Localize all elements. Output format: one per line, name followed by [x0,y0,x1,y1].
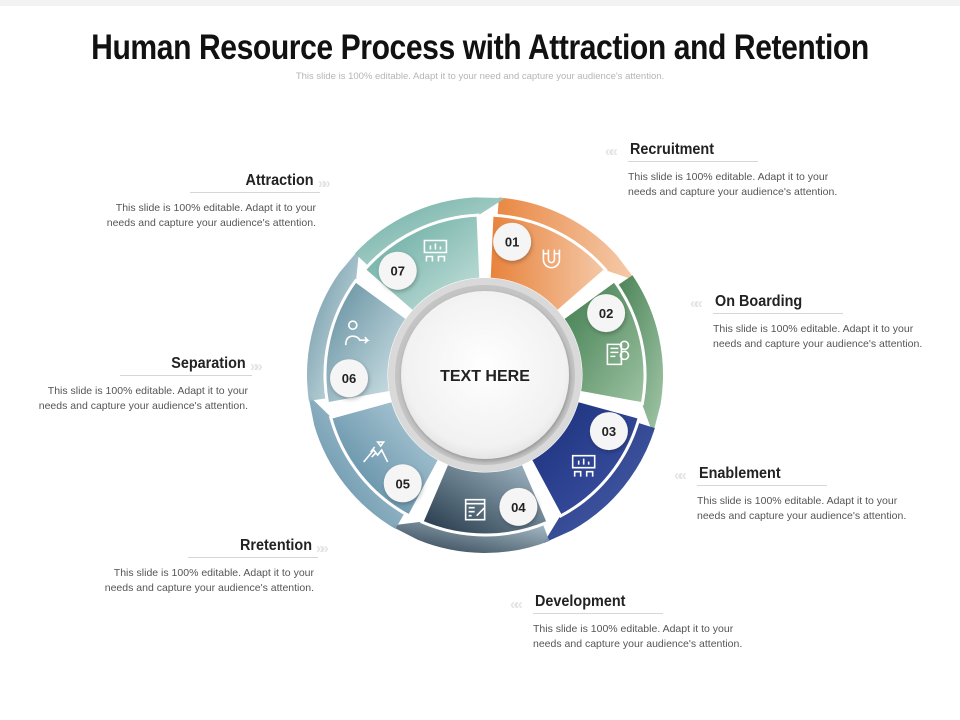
slide-title: Human Resource Process with Attraction a… [91,28,869,67]
development-number-badge [383,464,422,503]
attraction-description: This slide is 100% editable. Adapt it to… [106,202,316,229]
climber-icon-shape [363,441,389,463]
attraction-number: 01 [505,235,519,250]
separation-label: Separation [171,355,246,372]
development-number: 05 [396,476,410,491]
rretention-number-badge [330,359,369,398]
center-text: TEXT HERE [440,368,530,385]
rretention-chevron-icon: »» [316,540,329,557]
presentation-icon-shape [571,454,596,477]
climber-icon [363,441,389,463]
development-underline [533,613,663,614]
on-boarding-number-badge [589,412,628,451]
onboarding-label: On Boarding [715,293,803,310]
enablement-description: This slide is 100% editable. Adapt it to… [697,495,907,522]
top-border [0,0,960,6]
rretention-underline [188,557,318,558]
slide-subtitle: This slide is 100% editable. Adapt it to… [295,71,665,82]
separation-number: 07 [390,264,404,279]
attraction-number-badge [493,222,532,261]
recruitment-number-badge [587,294,626,333]
recruitment-description: This slide is 100% editable. Adapt it to… [628,171,838,198]
attraction-underline [190,192,320,193]
development-label: Development [535,593,626,610]
recruitment-arrow [615,275,663,434]
recruitment-number: 02 [599,306,613,321]
rretention-number: 06 [342,371,356,386]
development-description: This slide is 100% editable. Adapt it to… [533,623,743,650]
development-chevron-icon: «« [510,596,523,613]
rretention-description: This slide is 100% editable. Adapt it to… [104,567,314,594]
enablement-number: 04 [511,500,526,515]
magnet-icon-shape [542,249,561,269]
presentation-icon-shape [423,239,448,262]
tools-icon [464,498,486,521]
attraction-chevron-icon: »» [318,175,331,192]
separation-chevron-icon: »» [250,358,263,375]
separation-underline [120,375,252,376]
person-arrow-icon-shape [344,320,370,346]
rretention-label: Rretention [240,537,312,554]
separation-number-badge [378,251,417,290]
onboarding-underline [713,313,843,314]
onboarding-description: This slide is 100% editable. Adapt it to… [713,323,923,350]
id-card-icon-shape [606,340,630,366]
person-arrow-icon [344,320,370,346]
enablement-arrow [390,521,550,553]
enablement-number-badge [499,487,538,526]
recruitment-underline [628,161,758,162]
onboarding-chevron-icon: «« [690,295,703,312]
enablement-underline [697,485,827,486]
enablement-chevron-icon: «« [674,467,687,484]
center-disc [401,291,569,459]
on-boarding-arrow [543,422,655,544]
id-card-icon [606,340,630,366]
attraction-label: Attraction [245,172,314,189]
presentation-icon [571,454,596,477]
tools-icon-shape [464,498,486,521]
recruitment-chevron-icon: «« [605,143,618,160]
magnet-icon [542,249,561,269]
separation-description: This slide is 100% editable. Adapt it to… [38,385,248,412]
presentation-icon [423,239,448,262]
recruitment-label: Recruitment [630,141,715,158]
enablement-label: Enablement [699,465,781,482]
on-boarding-number: 03 [602,424,616,439]
